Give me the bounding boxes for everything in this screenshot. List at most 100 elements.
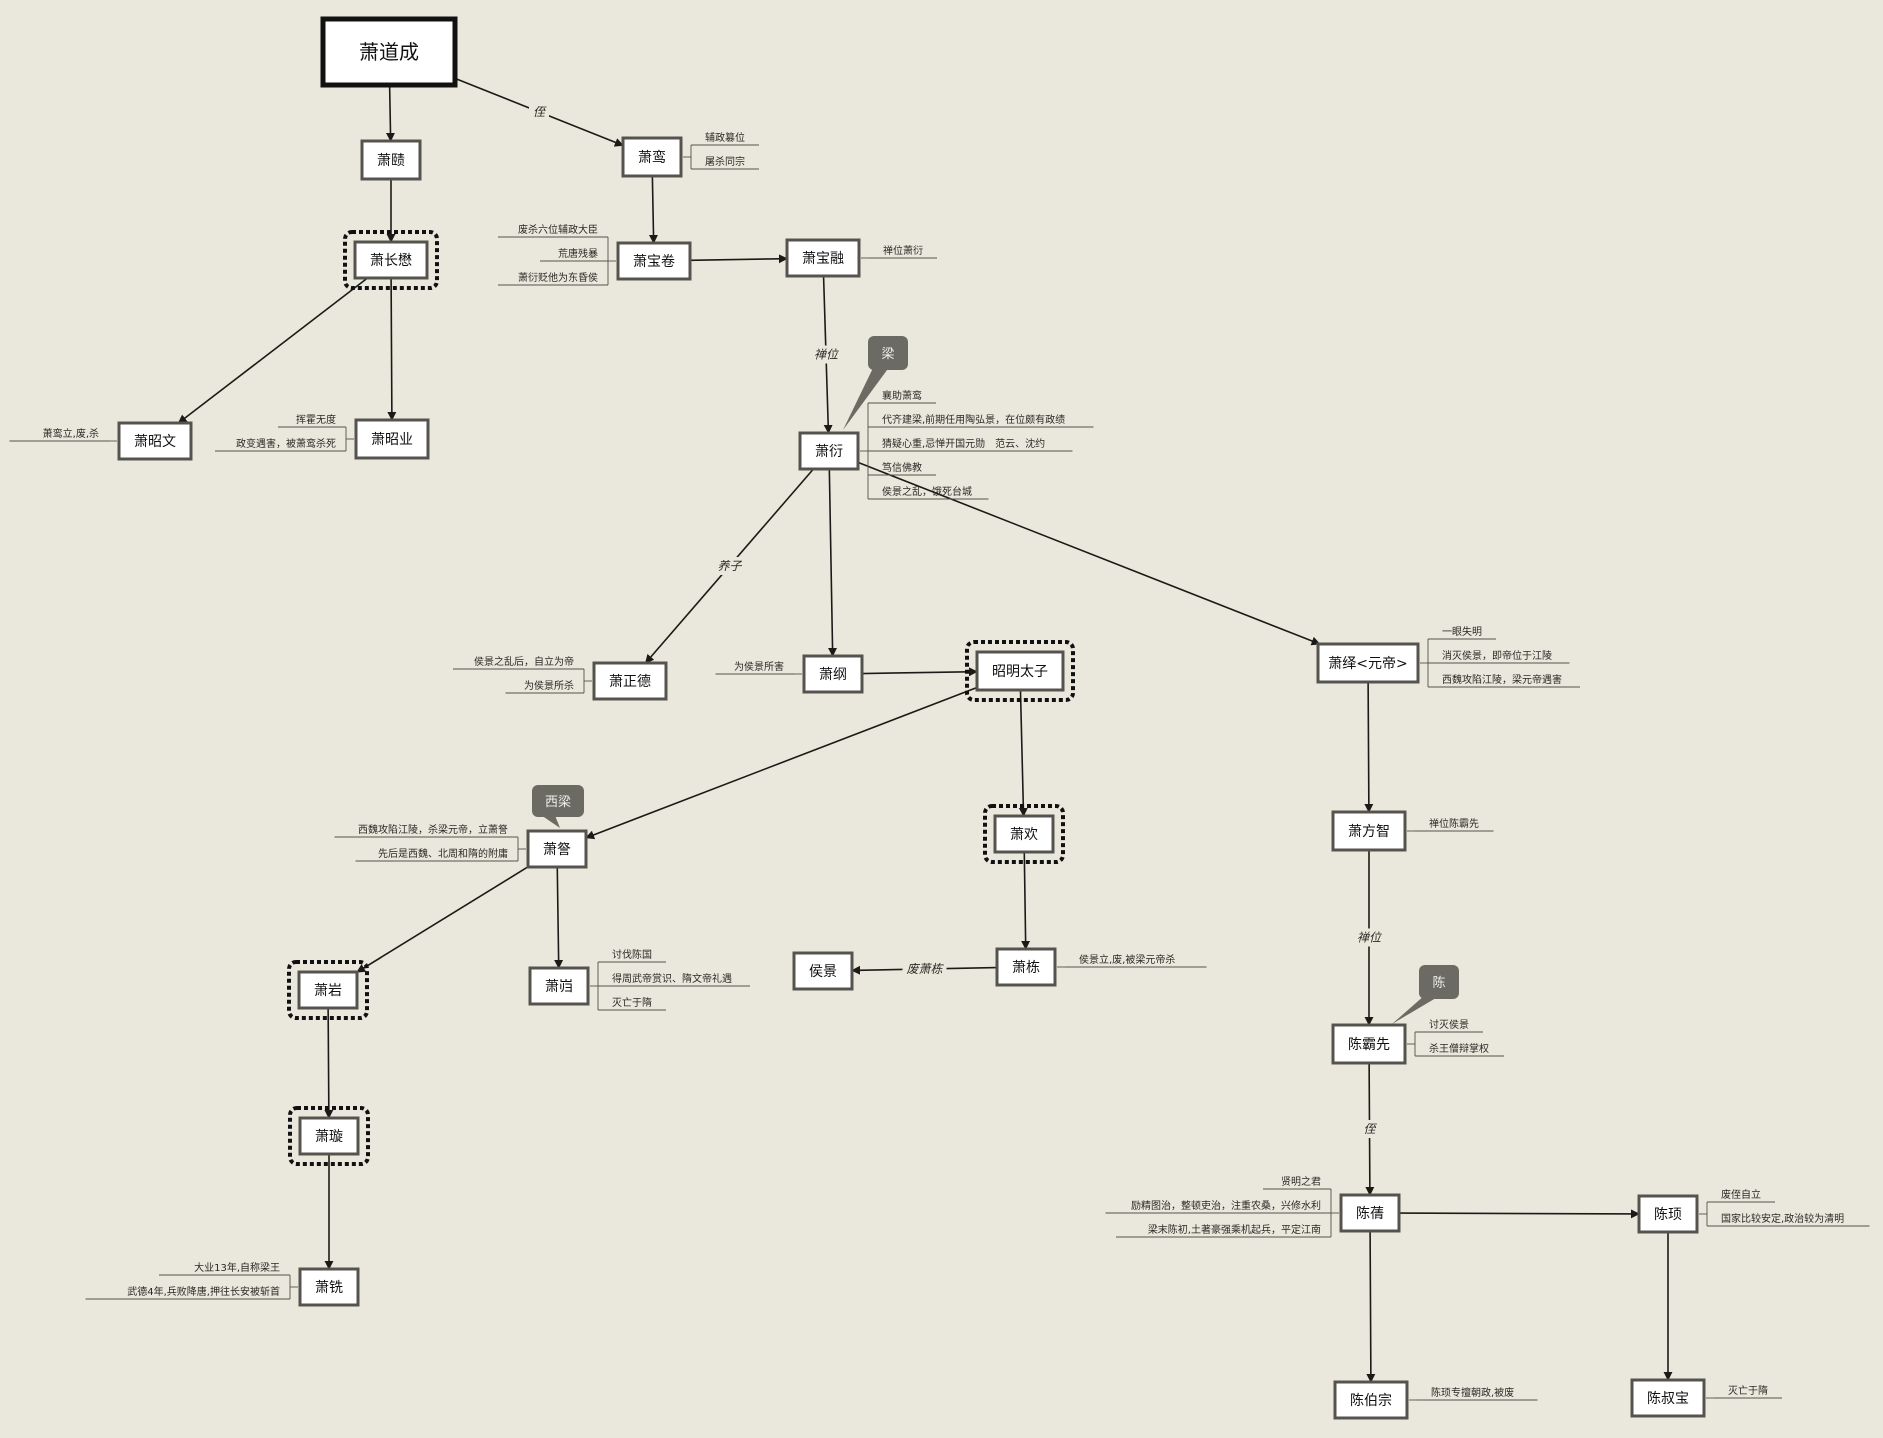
edge-qian-xu [1398, 1209, 1640, 1219]
note-text: 萧衍贬他为东昏侯 [518, 271, 598, 284]
node-yi[interactable]: 萧绎<元帝> [1316, 642, 1420, 684]
node-box[interactable] [320, 16, 458, 88]
note-text: 侯景立,废,被梁元帝杀 [1079, 953, 1175, 966]
node-box[interactable] [354, 418, 430, 460]
node-dong[interactable]: 萧栋 [995, 947, 1057, 987]
node-baorong[interactable]: 萧宝融 [785, 238, 861, 278]
node-box[interactable] [993, 814, 1055, 854]
note-text: 代齐建梁,前期任用陶弘景，在位颇有政绩 [882, 413, 1065, 426]
node-fangzhi[interactable]: 萧方智 [1331, 810, 1407, 852]
note-text: 杀王僧辩掌权 [1429, 1042, 1489, 1055]
node-box[interactable] [1637, 1194, 1699, 1234]
callout-yan: 梁 [843, 336, 908, 430]
node-label: 萧昭业 [371, 432, 413, 448]
node-box[interactable] [1316, 642, 1420, 684]
node-box[interactable] [592, 661, 668, 701]
node-box[interactable] [353, 240, 429, 280]
node-box[interactable] [785, 238, 861, 278]
node-label: 萧道成 [359, 40, 419, 64]
node-bozong[interactable]: 陈伯宗 [1333, 1380, 1409, 1420]
note-group-gang: 为侯景所害 [715, 660, 802, 675]
node-box[interactable] [802, 654, 864, 694]
node-xu[interactable]: 陈顼 [1637, 1194, 1699, 1234]
node-kui[interactable]: 萧岿 [528, 966, 590, 1006]
edge-label-bg [902, 960, 947, 978]
note-text: 政变遇害，被萧鸾杀死 [236, 437, 336, 450]
note-text: 为侯景所杀 [524, 679, 574, 692]
node-label: 萧宝融 [802, 251, 844, 267]
node-yan[interactable]: 萧衍 [798, 431, 860, 471]
callout-cha: 西梁 [532, 785, 584, 828]
node-qian[interactable]: 陈蒨 [1339, 1193, 1401, 1233]
node-box[interactable] [995, 947, 1057, 987]
node-zhaoye[interactable]: 萧昭业 [354, 418, 430, 460]
note-text: 萧鸾立,废,杀 [43, 427, 99, 440]
node-highlight-ring [965, 640, 1075, 702]
node-changmao[interactable]: 萧长懋 [343, 230, 439, 290]
node-xian[interactable]: 萧铣 [298, 1267, 360, 1307]
note-text: 辅政篡位 [705, 131, 745, 144]
node-box[interactable] [298, 1267, 360, 1307]
note-text: 贤明之君 [1281, 1175, 1321, 1188]
node-zhengde[interactable]: 萧正德 [592, 661, 668, 701]
node-zhaoming[interactable]: 昭明太子 [965, 640, 1075, 702]
node-cong[interactable]: 萧璇 [288, 1106, 370, 1166]
node-box[interactable] [117, 421, 193, 461]
node-houjing[interactable]: 侯景 [792, 951, 854, 991]
node-box[interactable] [298, 1116, 360, 1156]
edge-label-bg [1359, 1120, 1380, 1138]
note-text: 武德4年,兵败降唐,押往长安被斩首 [127, 1285, 280, 1298]
node-ze[interactable]: 萧赜 [360, 139, 422, 181]
node-label: 陈伯宗 [1350, 1392, 1392, 1409]
node-box[interactable] [621, 136, 683, 178]
node-box[interactable] [1331, 810, 1407, 852]
node-highlight-ring [287, 960, 369, 1020]
node-yan2[interactable]: 萧岩 [287, 960, 369, 1020]
edge-zhaoming-huan [1018, 689, 1028, 817]
node-box[interactable] [798, 431, 860, 471]
node-zhaowen[interactable]: 萧昭文 [117, 421, 193, 461]
note-text: 侯景之乱后，自立为帝 [474, 655, 574, 668]
note-group-qian: 贤明之君励精图治，整顿吏治，注重农桑，兴修水利梁末陈初,土著豪强乘机起兵，平定江… [1105, 1175, 1339, 1238]
node-label: 萧纲 [819, 667, 847, 683]
note-text: 得周武帝赏识、隋文帝礼遇 [612, 972, 732, 985]
edge-cha-yan2 [356, 866, 529, 973]
note-text: 消灭侯景，即帝位于江陵 [1442, 649, 1552, 662]
note-text: 国家比较安定,政治较为清明 [1721, 1212, 1844, 1225]
node-label: 萧鸾 [638, 149, 666, 166]
node-box[interactable] [1333, 1380, 1409, 1420]
node-gang[interactable]: 萧纲 [802, 654, 864, 694]
node-box[interactable] [1630, 1378, 1706, 1418]
node-box[interactable] [616, 241, 692, 281]
node-box[interactable] [528, 966, 590, 1006]
node-box[interactable] [975, 650, 1065, 692]
note-group-shubao: 灭亡于隋 [1706, 1384, 1782, 1399]
node-label: 萧长懋 [370, 252, 412, 269]
node-box[interactable] [792, 951, 854, 991]
callout-text: 西梁 [545, 795, 571, 810]
node-label: 萧宝卷 [633, 254, 675, 270]
node-box[interactable] [1339, 1193, 1401, 1233]
node-box[interactable] [526, 829, 588, 869]
note-group-zhaowen: 萧鸾立,废,杀 [9, 427, 117, 442]
notes-layer: 辅政篡位屠杀同宗废杀六位辅政大臣荒唐残暴萧衍贬他为东昏侯禅位萧衍萧鸾立,废,杀挥… [9, 131, 1870, 1401]
node-box[interactable] [360, 139, 422, 181]
node-huan[interactable]: 萧欢 [983, 804, 1065, 864]
node-box[interactable] [297, 970, 359, 1010]
node-box[interactable] [1331, 1023, 1407, 1065]
node-shubao[interactable]: 陈叔宝 [1630, 1378, 1706, 1418]
node-luan[interactable]: 萧鸾 [621, 136, 683, 178]
node-baojuan[interactable]: 萧宝卷 [616, 241, 692, 281]
node-cha[interactable]: 萧詧 [526, 829, 588, 869]
node-daocheng[interactable]: 萧道成 [320, 16, 458, 88]
node-baxian[interactable]: 陈霸先 [1331, 1023, 1407, 1065]
